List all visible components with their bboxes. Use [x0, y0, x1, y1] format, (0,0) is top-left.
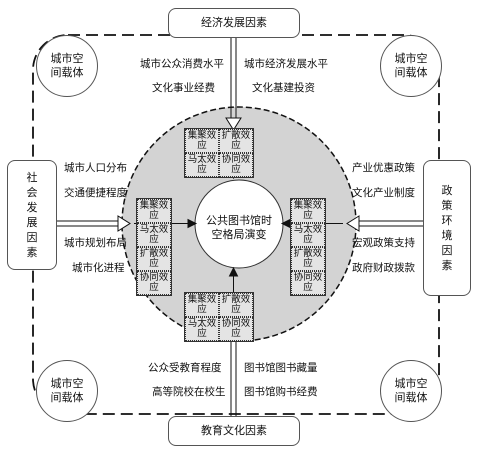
corner-text: 间载体: [394, 391, 428, 404]
left-label: 城市人口分布: [64, 162, 127, 174]
effect-diffusion: 扩散效应: [291, 247, 325, 271]
effect-matthew: 马太效应: [291, 223, 325, 247]
top-label: 文化事业经费: [152, 82, 215, 94]
bottom-label: 图书馆图书藏量: [244, 362, 318, 374]
effects-box-right: 集聚效应 马太效应 扩散效应 协同效应: [290, 198, 326, 296]
effects-box-bottom: 集聚效应扩散效应 马太效应协同效应: [184, 292, 254, 342]
effect-agglomeration: 集聚效应: [137, 199, 171, 223]
effect-agglomeration: 集聚效应: [185, 129, 219, 153]
effect-agglomeration: 集聚效应: [185, 293, 219, 317]
effect-matthew: 马太效应: [137, 223, 171, 247]
top-label: 文化基建投资: [252, 82, 315, 94]
arrow-left: [57, 215, 198, 232]
economic-factor-box: 经济发展因素: [168, 8, 300, 38]
policy-char: 素: [441, 259, 453, 272]
effect-diffusion: 扩散效应: [219, 129, 253, 153]
center-line: 空格局演变: [211, 228, 267, 241]
effect-diffusion: 扩散效应: [219, 293, 253, 317]
effect-matthew: 马太效应: [185, 153, 219, 177]
social-char: 因: [26, 231, 38, 244]
right-label: 政府财政拨款: [352, 262, 415, 274]
corner-text: 城市空: [50, 52, 84, 65]
top-label: 城市经济发展水平: [244, 58, 328, 70]
policy-char: 政: [441, 184, 453, 197]
corner-text: 城市空: [394, 377, 428, 390]
effect-synergy: 协同效应: [291, 271, 325, 295]
corner-text: 城市空: [394, 52, 428, 65]
effect-synergy: 协同效应: [219, 153, 253, 177]
education-factor-box: 教育文化因素: [168, 416, 300, 446]
bottom-label: 图书馆购书经费: [244, 386, 318, 398]
policy-char: 环: [441, 214, 453, 227]
right-label: 产业优惠政策: [352, 162, 415, 174]
bottom-label: 公众受教育程度: [148, 362, 222, 374]
social-char: 发: [26, 201, 38, 214]
corner-text: 间载体: [394, 66, 428, 79]
corner-urban-space-tl: 城市空间载体: [36, 35, 98, 97]
social-char: 社: [26, 171, 38, 184]
effect-diffusion: 扩散效应: [137, 247, 171, 271]
policy-factor-box: 政 策 环 境 因 素: [423, 160, 471, 296]
policy-char: 因: [441, 244, 453, 257]
effect-synergy: 协同效应: [219, 317, 253, 341]
corner-urban-space-br: 城市空间载体: [380, 360, 442, 422]
social-char: 展: [26, 216, 38, 229]
right-label: 宏观政策支持: [352, 237, 415, 249]
effects-box-top: 集聚效应扩散效应 马太效应协同效应: [184, 128, 254, 178]
corner-text: 城市空: [50, 377, 84, 390]
effect-agglomeration: 集聚效应: [291, 199, 325, 223]
left-label: 城市化进程: [72, 262, 125, 274]
corner-urban-space-bl: 城市空间载体: [36, 360, 98, 422]
left-label: 交通便捷程度: [64, 187, 127, 199]
effects-box-left: 集聚效应 马太效应 扩散效应 协同效应: [136, 198, 172, 296]
corner-text: 间载体: [50, 391, 84, 404]
center-label: 公共图书馆时 空格局演变: [200, 214, 278, 242]
policy-char: 境: [441, 229, 453, 242]
social-char: 素: [26, 246, 38, 259]
social-char: 会: [26, 186, 38, 199]
center-line: 公共图书馆时: [206, 214, 272, 227]
policy-char: 策: [441, 199, 453, 212]
social-factor-box: 社 会 发 展 因 素: [7, 160, 57, 270]
top-label: 城市公众消费水平: [140, 58, 224, 70]
effect-synergy: 协同效应: [137, 271, 171, 295]
left-label: 城市规划布局: [64, 237, 127, 249]
bottom-label: 高等院校在校生: [152, 386, 226, 398]
right-label: 文化产业制度: [352, 187, 415, 199]
corner-urban-space-tr: 城市空间载体: [380, 35, 442, 97]
effect-matthew: 马太效应: [185, 317, 219, 341]
corner-text: 间载体: [50, 66, 84, 79]
